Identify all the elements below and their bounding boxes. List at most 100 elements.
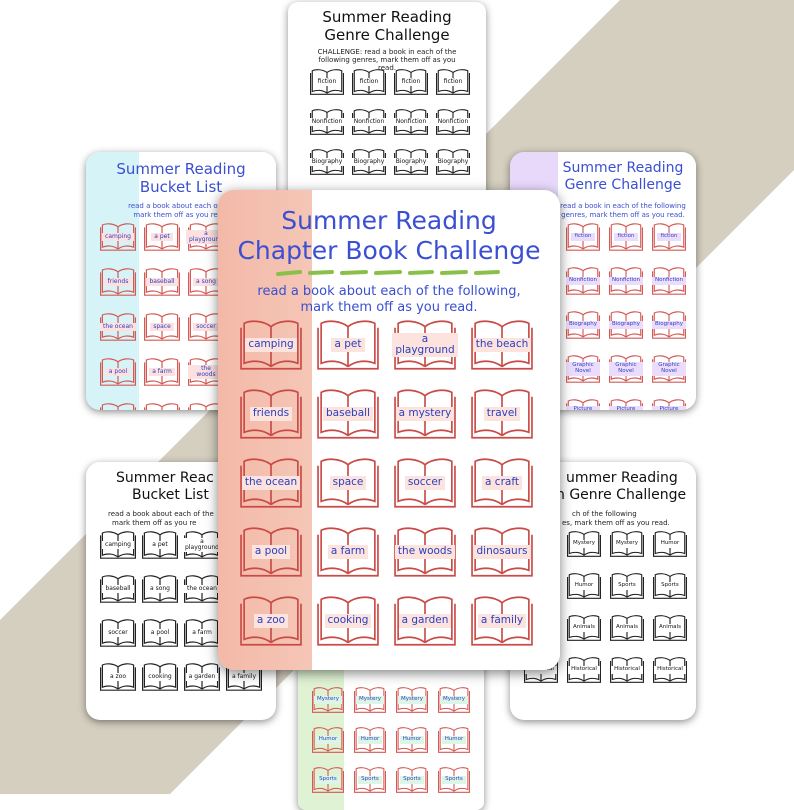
book-cell[interactable]: a playground bbox=[392, 318, 458, 372]
book-cell[interactable]: a craft bbox=[471, 456, 533, 510]
book-cell[interactable]: friends bbox=[100, 267, 136, 297]
book-cell[interactable]: Historical bbox=[567, 656, 601, 684]
book-cell[interactable]: Animals bbox=[610, 614, 644, 642]
book-cell[interactable]: a playground bbox=[182, 530, 222, 560]
book-cell[interactable]: Picture Book bbox=[609, 398, 643, 410]
book-cell[interactable]: a pet bbox=[144, 222, 180, 252]
book-cell[interactable]: Humor bbox=[354, 726, 386, 754]
book-cell[interactable]: Nonfiction bbox=[434, 108, 472, 136]
book-cell[interactable]: the ocean bbox=[184, 574, 220, 604]
book-cell[interactable]: soccer bbox=[394, 456, 456, 510]
book-cell[interactable]: a pool bbox=[100, 357, 136, 387]
book-cell[interactable]: baseball bbox=[144, 267, 180, 297]
book-cell[interactable]: Biography bbox=[308, 148, 346, 176]
book-cell[interactable]: Biography bbox=[392, 148, 430, 176]
book-cell[interactable]: baseball bbox=[100, 574, 136, 604]
book-cell[interactable]: Mystery bbox=[312, 686, 344, 714]
book-cell[interactable]: Historical bbox=[610, 656, 644, 684]
book-cell[interactable]: the ocean bbox=[100, 312, 136, 342]
book-cell[interactable]: Historical bbox=[653, 656, 687, 684]
book-cell[interactable]: a garden bbox=[184, 662, 220, 692]
book-cell[interactable]: Nonfiction bbox=[308, 108, 346, 136]
book-cell[interactable]: Graphic Novel bbox=[652, 354, 686, 384]
book-cell[interactable]: Graphic Novel bbox=[566, 354, 600, 384]
book-cell[interactable]: cooking bbox=[144, 402, 180, 410]
book-cell-label: a garden bbox=[185, 672, 219, 682]
book-cell[interactable]: the woods bbox=[394, 525, 456, 579]
book-cell[interactable]: a song bbox=[142, 574, 178, 604]
book-cell[interactable]: Mystery bbox=[354, 686, 386, 714]
book-cell[interactable]: a farm bbox=[144, 357, 180, 387]
book-cell[interactable]: a zoo bbox=[240, 594, 302, 648]
book-cell[interactable]: a garden bbox=[394, 594, 456, 648]
book-cell[interactable]: a farm bbox=[317, 525, 379, 579]
book-cell[interactable]: camping bbox=[100, 530, 136, 560]
book-cell[interactable]: cooking bbox=[142, 662, 178, 692]
book-cell[interactable]: Sports bbox=[610, 572, 644, 600]
book-cell[interactable]: Sports bbox=[653, 572, 687, 600]
book-cell[interactable]: Humor bbox=[312, 726, 344, 754]
book-cell[interactable]: fiction bbox=[310, 68, 344, 96]
book-cell[interactable]: travel bbox=[471, 387, 533, 441]
book-cell[interactable]: a playground bbox=[186, 222, 226, 252]
book-cell[interactable]: Animals bbox=[567, 614, 601, 642]
book-cell[interactable]: Humor bbox=[438, 726, 470, 754]
book-cell[interactable]: Sports bbox=[438, 766, 470, 794]
book-cell[interactable]: Animals bbox=[653, 614, 687, 642]
book-cell[interactable]: Nonfiction bbox=[350, 108, 388, 136]
book-cell[interactable]: a zoo bbox=[100, 402, 136, 410]
book-cell[interactable]: fiction bbox=[394, 68, 428, 96]
book-cell[interactable]: fiction bbox=[436, 68, 470, 96]
book-cell[interactable]: Nonfiction bbox=[566, 266, 600, 296]
book-cell[interactable]: a zoo bbox=[100, 662, 136, 692]
book-cell[interactable]: Biography bbox=[350, 148, 388, 176]
book-cell[interactable]: a pool bbox=[142, 618, 178, 648]
book-cell[interactable]: a pet bbox=[142, 530, 178, 560]
book-cell[interactable]: Picture Book bbox=[652, 398, 686, 410]
book-cell[interactable]: fiction bbox=[352, 68, 386, 96]
book-cell[interactable]: Humor bbox=[567, 572, 601, 600]
book-cell[interactable]: Biography bbox=[651, 310, 687, 340]
book-cell[interactable]: a mystery bbox=[394, 387, 456, 441]
book-cell[interactable]: Sports bbox=[312, 766, 344, 794]
book-cell[interactable]: Nonfiction bbox=[609, 266, 643, 296]
book-cell[interactable]: fiction bbox=[652, 222, 686, 252]
book-cell[interactable]: Sports bbox=[396, 766, 428, 794]
book-cell[interactable]: the ocean bbox=[240, 456, 302, 510]
top-card-title-1: Summer Reading bbox=[322, 8, 452, 26]
book-cell[interactable]: camping bbox=[100, 222, 136, 252]
book-cell[interactable]: Biography bbox=[608, 310, 644, 340]
book-cell[interactable]: fiction bbox=[609, 222, 643, 252]
book-cell[interactable]: the beach bbox=[471, 318, 533, 372]
book-cell-label: a mystery bbox=[395, 407, 455, 421]
book-cell[interactable]: a pet bbox=[317, 318, 379, 372]
book-cell[interactable]: Mystery bbox=[567, 530, 601, 558]
book-cell-label: a pet bbox=[151, 232, 173, 242]
book-cell[interactable]: Mystery bbox=[610, 530, 644, 558]
book-cell[interactable]: a farm bbox=[184, 618, 220, 648]
book-cell[interactable]: space bbox=[144, 312, 180, 342]
book-cell[interactable]: baseball bbox=[317, 387, 379, 441]
book-cell[interactable]: a family bbox=[471, 594, 533, 648]
book-cell[interactable]: Nonfiction bbox=[392, 108, 430, 136]
book-cell[interactable]: camping bbox=[240, 318, 302, 372]
book-cell[interactable]: Mystery bbox=[438, 686, 470, 714]
book-cell[interactable]: Mystery bbox=[396, 686, 428, 714]
book-cell[interactable]: Humor bbox=[653, 530, 687, 558]
book-cell[interactable]: Humor bbox=[396, 726, 428, 754]
book-cell[interactable]: a garden bbox=[188, 402, 224, 410]
book-cell[interactable]: Picture Book bbox=[566, 398, 600, 410]
book-cell[interactable]: dinosaurs bbox=[471, 525, 533, 579]
open-book-icon bbox=[653, 573, 687, 599]
book-cell[interactable]: Graphic Novel bbox=[609, 354, 643, 384]
book-cell[interactable]: Nonfiction bbox=[652, 266, 686, 296]
book-cell[interactable]: cooking bbox=[317, 594, 379, 648]
book-cell[interactable]: soccer bbox=[100, 618, 136, 648]
book-cell[interactable]: space bbox=[317, 456, 379, 510]
book-cell[interactable]: friends bbox=[240, 387, 302, 441]
book-cell[interactable]: fiction bbox=[566, 222, 600, 252]
book-cell[interactable]: Biography bbox=[565, 310, 601, 340]
book-cell[interactable]: Biography bbox=[434, 148, 472, 176]
book-cell[interactable]: a pool bbox=[240, 525, 302, 579]
book-cell[interactable]: Sports bbox=[354, 766, 386, 794]
